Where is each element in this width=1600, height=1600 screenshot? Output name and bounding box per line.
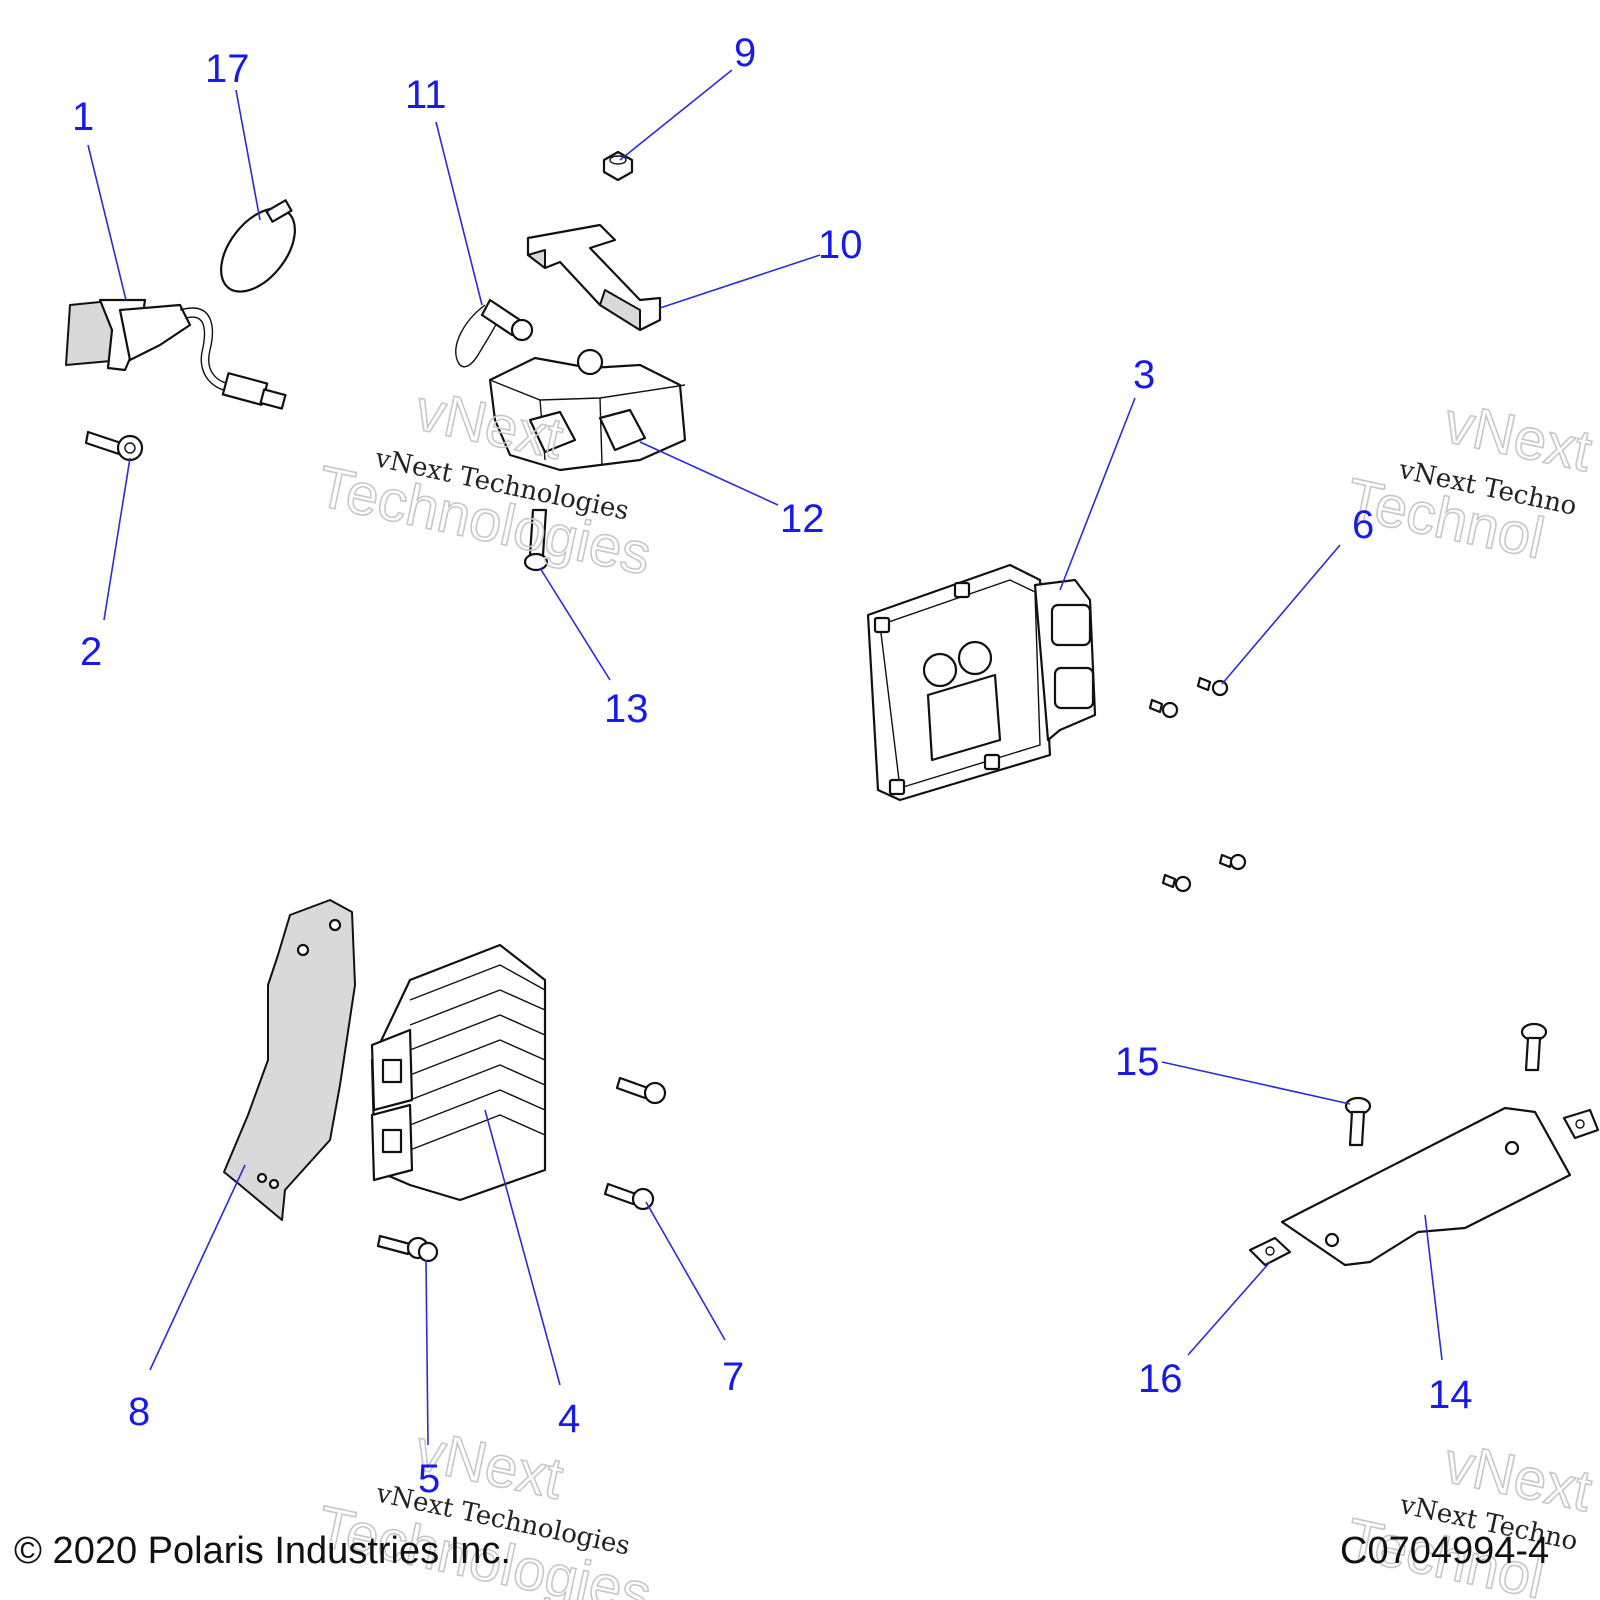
cable-tie-part — [220, 199, 296, 293]
ignition-coil-part — [488, 348, 687, 472]
callout-12: 12 — [780, 497, 825, 541]
watermark-top-right: vNext Technol vNext Techno — [1340, 389, 1598, 572]
callout-3: 3 — [1133, 353, 1155, 397]
callout-11: 11 — [405, 73, 447, 117]
ecu-part — [866, 563, 1097, 802]
bracket-10-part — [526, 223, 662, 332]
callout-8: 8 — [128, 1390, 150, 1434]
callout-4: 4 — [558, 1397, 580, 1441]
callout-9: 9 — [734, 31, 756, 75]
copyright-text: © 2020 Polaris Industries Inc. — [14, 1530, 511, 1572]
ecu-screws-part — [1148, 676, 1247, 893]
callout-2: 2 — [80, 630, 102, 674]
bolt-13-part — [523, 508, 549, 572]
clips-16-part — [1248, 1108, 1600, 1267]
callout-6: 6 — [1352, 503, 1374, 547]
callout-1: 1 — [72, 95, 94, 139]
diagram-code: C0704994-4 — [1340, 1530, 1549, 1572]
callout-labels: 17 1 2 11 9 10 12 13 3 6 7 8 5 4 15 16 1… — [72, 31, 1473, 1501]
bolt-2-part — [84, 430, 144, 462]
mounting-plate-part — [223, 899, 356, 1221]
bolt-5-part — [376, 1234, 439, 1263]
bolts-7-part — [603, 1076, 667, 1211]
callout-5: 5 — [418, 1457, 440, 1501]
bolts-15-part — [1344, 1022, 1548, 1147]
callout-13: 13 — [604, 687, 649, 731]
callout-10: 10 — [818, 223, 863, 267]
callout-7: 7 — [722, 1355, 744, 1399]
nut-9-part — [602, 150, 634, 182]
sensor-harness-part — [65, 298, 287, 410]
callout-14: 14 — [1428, 1373, 1473, 1417]
voltage-regulator-part — [370, 943, 547, 1202]
callout-16: 16 — [1138, 1357, 1183, 1401]
cover-plate-part — [1280, 1106, 1572, 1267]
callout-17: 17 — [205, 47, 250, 91]
callout-15: 15 — [1115, 1040, 1160, 1084]
ground-wire-part — [455, 298, 534, 368]
leader-lines — [87, 69, 1443, 1446]
